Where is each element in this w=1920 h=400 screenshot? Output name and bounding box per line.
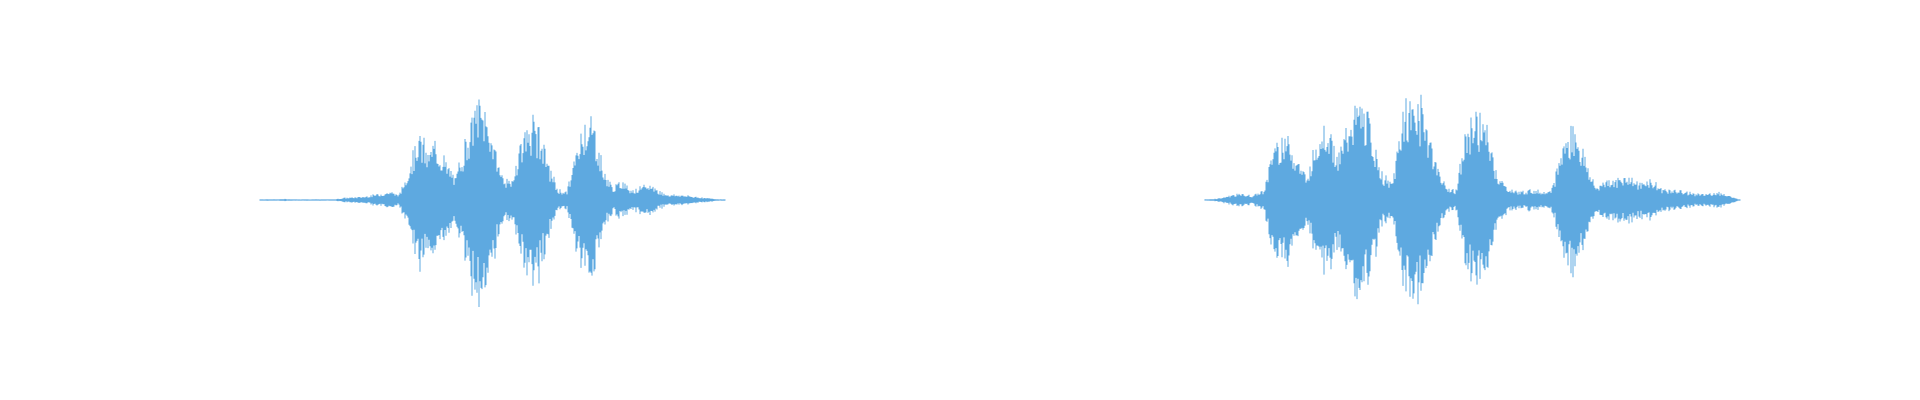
waveform-clip-2[interactable] [1204,94,1741,305]
waveform-clip-1[interactable] [259,99,726,308]
waveform-amplitude [259,99,726,307]
waveform-amplitude [1204,94,1741,305]
